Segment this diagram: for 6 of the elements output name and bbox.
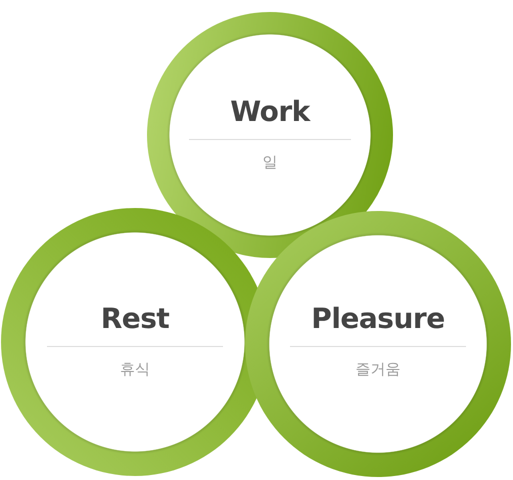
subheading-text: 즐거움 — [356, 358, 400, 378]
subheading-text: 일 — [262, 152, 278, 172]
heading-text: Work — [230, 94, 310, 128]
heading-text: Rest — [100, 302, 170, 336]
heading-text: Pleasure — [311, 302, 445, 336]
subheading-text: 휴식 — [120, 358, 150, 378]
